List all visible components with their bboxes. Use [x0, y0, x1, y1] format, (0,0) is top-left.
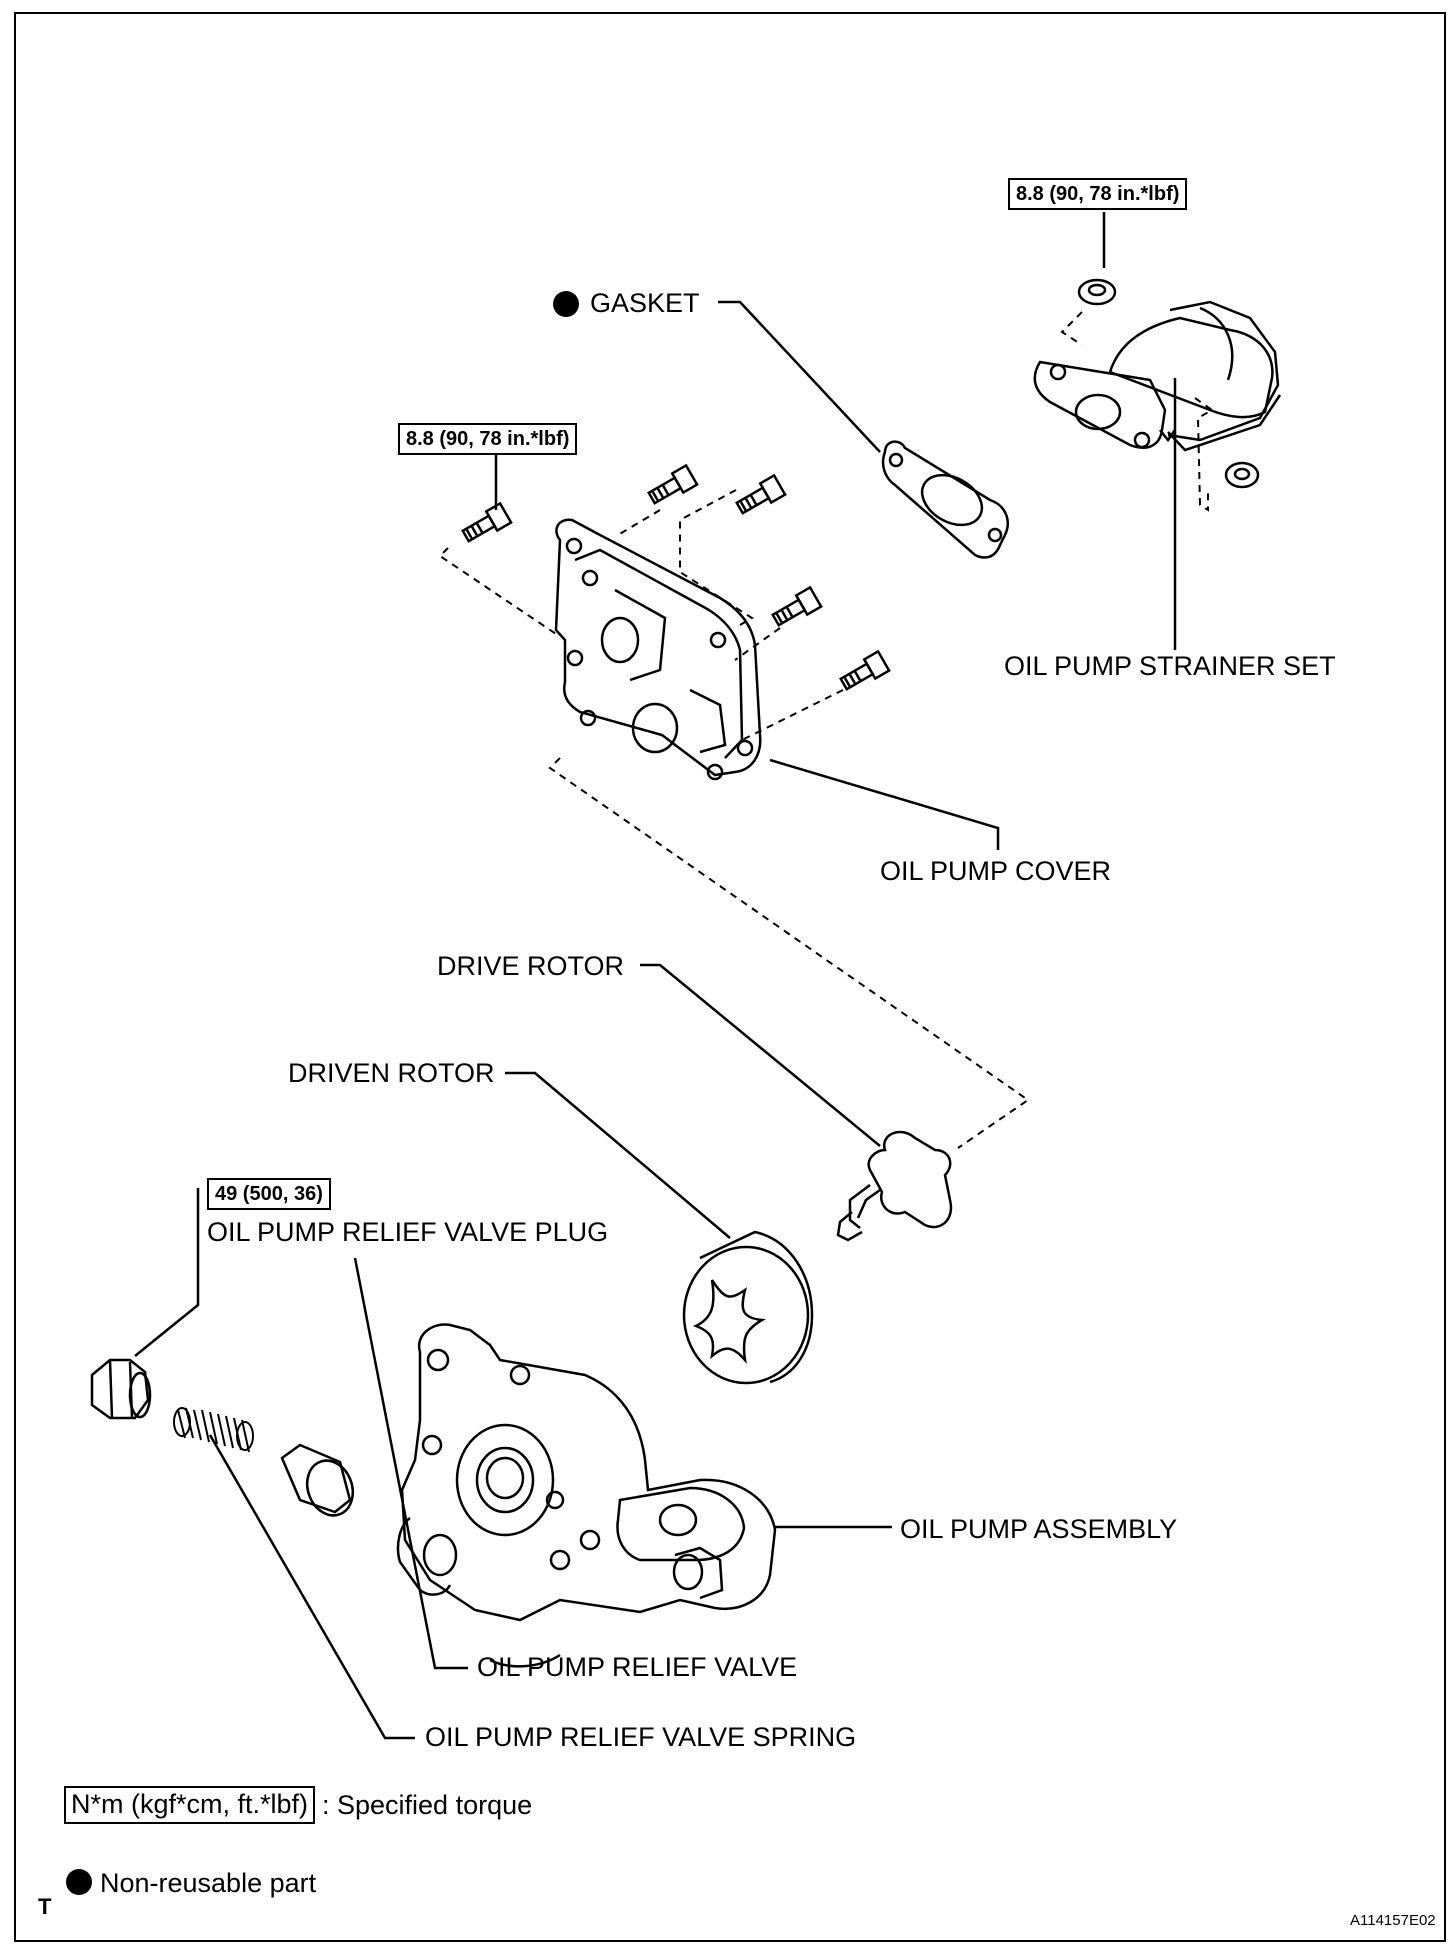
label-oil-pump-cover: OIL PUMP COVER	[880, 856, 1112, 886]
label-oil-pump-assembly: OIL PUMP ASSEMBLY	[900, 1514, 1178, 1544]
diagram-frame	[14, 12, 1446, 1942]
relief-valve-plug	[90, 1358, 152, 1420]
relief-valve	[280, 1443, 355, 1517]
legend-torque-description: : Specified torque	[322, 1790, 533, 1820]
label-relief-valve: OIL PUMP RELIEF VALVE	[477, 1652, 798, 1682]
relief-valve-spring	[173, 1407, 254, 1453]
legend-non-reusable-dot	[66, 1869, 92, 1895]
label-relief-valve-plug: OIL PUMP RELIEF VALVE PLUG	[207, 1217, 609, 1247]
oil-pump-strainer-set	[1033, 278, 1282, 489]
gasket	[881, 440, 1009, 559]
figure-id: A114157E02	[1350, 1912, 1436, 1929]
corner-mark: T	[38, 1894, 52, 1919]
oil-pump-cover	[554, 518, 762, 781]
legend-torque-unit: N*m (kgf*cm, ft.*lbf)	[64, 1786, 316, 1824]
label-driven-rotor: DRIVEN ROTOR	[288, 1058, 495, 1088]
legend-non-reusable-description: Non-reusable part	[100, 1868, 317, 1898]
torque-label-relief-plug: 49 (500, 36)	[207, 1178, 331, 1210]
label-strainer-set: OIL PUMP STRAINER SET	[1004, 651, 1336, 681]
leader-lines	[134, 212, 1177, 1740]
non-reusable-dot-gasket	[553, 291, 579, 317]
strainer-hook	[1159, 429, 1177, 443]
driven-rotor	[682, 1230, 814, 1385]
torque-label-strainer-nut: 8.8 (90, 78 in.*lbf)	[1008, 178, 1188, 210]
label-gasket: GASKET	[590, 288, 700, 318]
drive-rotor	[836, 1130, 953, 1242]
bolts	[461, 463, 891, 691]
label-drive-rotor: DRIVE ROTOR	[437, 951, 625, 981]
oil-pump-assembly	[396, 1323, 777, 1668]
torque-label-cover-bolt: 8.8 (90, 78 in.*lbf)	[398, 423, 578, 455]
label-relief-valve-spring: OIL PUMP RELIEF VALVE SPRING	[425, 1722, 857, 1752]
